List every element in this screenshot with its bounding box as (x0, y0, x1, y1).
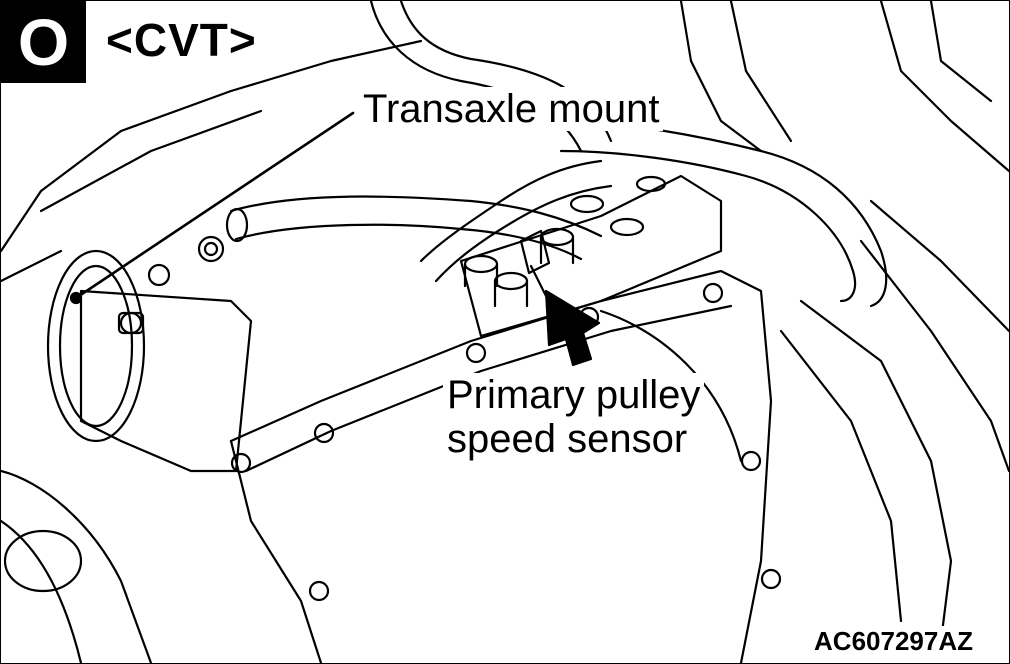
section-letter-badge: O (1, 1, 86, 83)
transmission-case (3, 269, 953, 663)
valve-body (459, 174, 723, 338)
leader-lines (69, 111, 355, 305)
callout-transaxle-mount: Transaxle mount (359, 87, 664, 131)
callout-line-1: Primary pulley (447, 373, 701, 417)
callout-line-2: speed sensor (447, 417, 688, 461)
variant-label: <CVT> (106, 14, 257, 66)
callout-transaxle-mount-text: Transaxle mount (363, 87, 660, 131)
figure-code: AC607297AZ (812, 626, 975, 657)
callout-primary-pulley-speed-sensor: Primary pulley speed sensor (443, 373, 705, 461)
arrow-icon (544, 289, 601, 367)
hoses (225, 1, 888, 308)
transaxle-mount (46, 235, 253, 473)
